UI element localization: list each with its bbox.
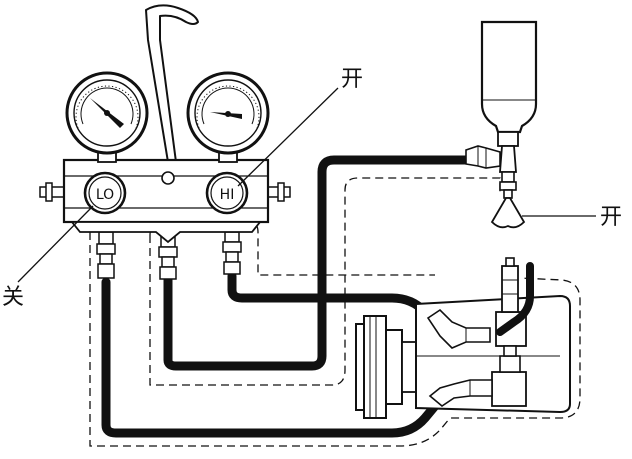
sight-glass bbox=[161, 171, 175, 185]
can-valve-handle bbox=[490, 197, 526, 229]
can-hose-coupling bbox=[465, 145, 501, 169]
low-pressure-gauge bbox=[65, 71, 149, 155]
manifold-fittings bbox=[96, 231, 242, 280]
refrigerant-can-assembly bbox=[465, 20, 538, 229]
lo-valve-text: LO bbox=[96, 187, 114, 203]
compressor bbox=[355, 257, 571, 419]
service-port-fitting bbox=[158, 236, 178, 280]
lo-port-fitting bbox=[96, 231, 116, 279]
high-side-hose bbox=[227, 271, 440, 327]
hi-callout-leader bbox=[237, 87, 339, 187]
hi-valve-open-label: 开 bbox=[341, 67, 363, 92]
lo-callout-leader bbox=[17, 205, 94, 283]
lo-valve-closed-label: 关 bbox=[2, 285, 24, 310]
can-tap-valve bbox=[497, 131, 519, 147]
hanger-hook bbox=[145, 4, 199, 163]
hi-port-fitting bbox=[222, 231, 242, 275]
manifold-gauge-set: LO HI bbox=[39, 4, 291, 244]
manifold-base bbox=[70, 221, 262, 244]
lo-valve-knob: LO bbox=[83, 171, 127, 215]
low-side-hose bbox=[101, 277, 445, 438]
callout-leaders bbox=[17, 87, 596, 283]
high-side-service-valve bbox=[495, 257, 527, 347]
low-side-service-valve bbox=[491, 345, 527, 407]
dashed-routing-outline bbox=[89, 177, 581, 447]
low-side-coupling bbox=[428, 379, 493, 407]
compressor-clutch bbox=[355, 315, 417, 419]
hi-valve-knob: HI bbox=[205, 171, 249, 215]
compressor-line bbox=[496, 262, 534, 336]
service-hose bbox=[163, 155, 473, 371]
hi-valve-text: HI bbox=[220, 187, 235, 203]
high-side-coupling bbox=[426, 308, 491, 349]
can-valve-open-label: 开 bbox=[600, 205, 622, 230]
high-pressure-gauge bbox=[186, 71, 270, 155]
refrigerant-can bbox=[480, 20, 538, 134]
